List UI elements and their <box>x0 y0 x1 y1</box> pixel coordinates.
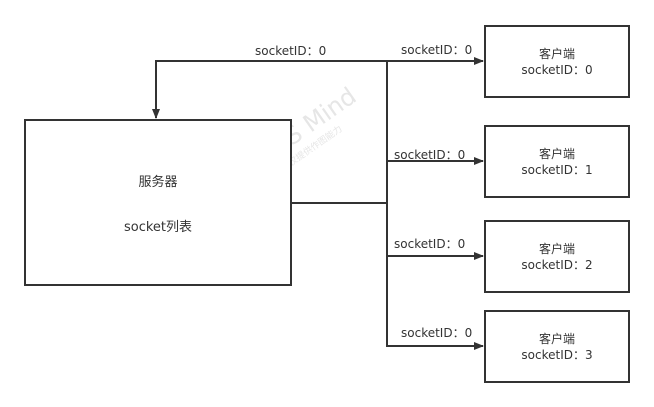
return-arrow <box>152 60 387 119</box>
server-subtitle: socket列表 <box>123 219 193 235</box>
branch-label-2: socketID：0 <box>394 237 466 251</box>
client-title: 客户端 <box>538 331 575 346</box>
branch-label-0: socketID：0 <box>401 43 473 57</box>
branch-label-1: socketID：0 <box>394 148 466 162</box>
client-socket-id: socketID：1 <box>521 162 593 177</box>
client-title: 客户端 <box>538 146 575 161</box>
client-title: 客户端 <box>538 241 575 256</box>
server-node[interactable]: 服务器 socket列表 <box>24 119 292 286</box>
return-edge-label: socketID：0 <box>255 44 327 58</box>
client-socket-id: socketID：2 <box>521 257 593 272</box>
client-node-0[interactable]: 客户端 socketID：0 <box>484 25 630 98</box>
server-title: 服务器 <box>138 174 178 190</box>
client-socket-id: socketID：3 <box>521 347 593 362</box>
client-node-2[interactable]: 客户端 socketID：2 <box>484 220 630 293</box>
client-node-3[interactable]: 客户端 socketID：3 <box>484 310 630 383</box>
client-socket-id: socketID：0 <box>521 62 593 77</box>
client-title: 客户端 <box>538 46 575 61</box>
branch-label-3: socketID：0 <box>401 326 473 340</box>
client-node-1[interactable]: 客户端 socketID：1 <box>484 125 630 198</box>
